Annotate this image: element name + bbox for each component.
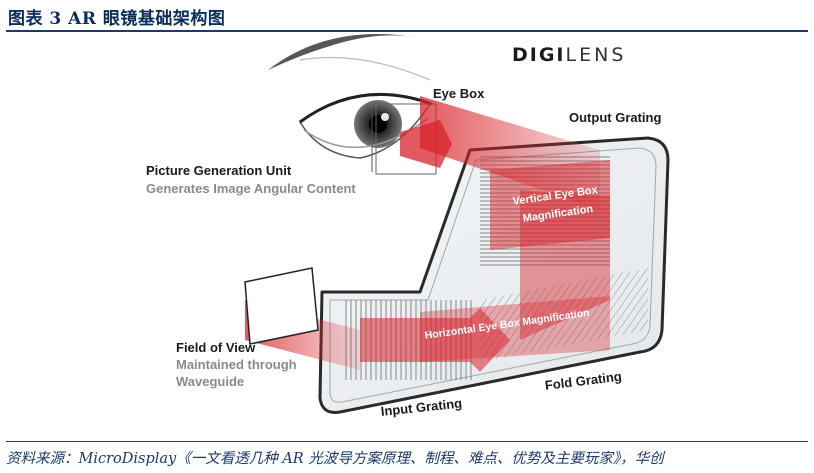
output-grating-label: Output Grating [569,110,662,125]
eye-illustration [268,34,433,159]
logo-part2: LENS [565,44,627,66]
pgu-subtitle: Generates Image Angular Content [146,181,356,196]
footer-rule [6,441,808,442]
digilens-logo: DIGILENS [512,44,626,66]
pgu-title: Picture Generation Unit [146,163,292,178]
header-rule [6,30,808,32]
light-path [245,96,610,372]
field-of-view-frame [244,267,319,345]
figure-source: 资料来源：MicroDisplay《一文看透几种 AR 光波导方案原理、制程、难… [6,451,664,467]
eye-box-label: Eye Box [433,86,485,101]
figure-title: 图表 3 AR 眼镜基础架构图 [8,9,226,29]
fov-subtitle-2: Waveguide [176,374,245,389]
fov-subtitle-1: Maintained through [176,357,297,372]
fold-grating-region [480,268,648,362]
fov-title: Field of View [176,340,256,355]
figure-header: 图表 3 AR 眼镜基础架构图 [0,0,814,32]
ar-waveguide-diagram [244,34,670,414]
logo-part1: DIGI [512,44,566,66]
